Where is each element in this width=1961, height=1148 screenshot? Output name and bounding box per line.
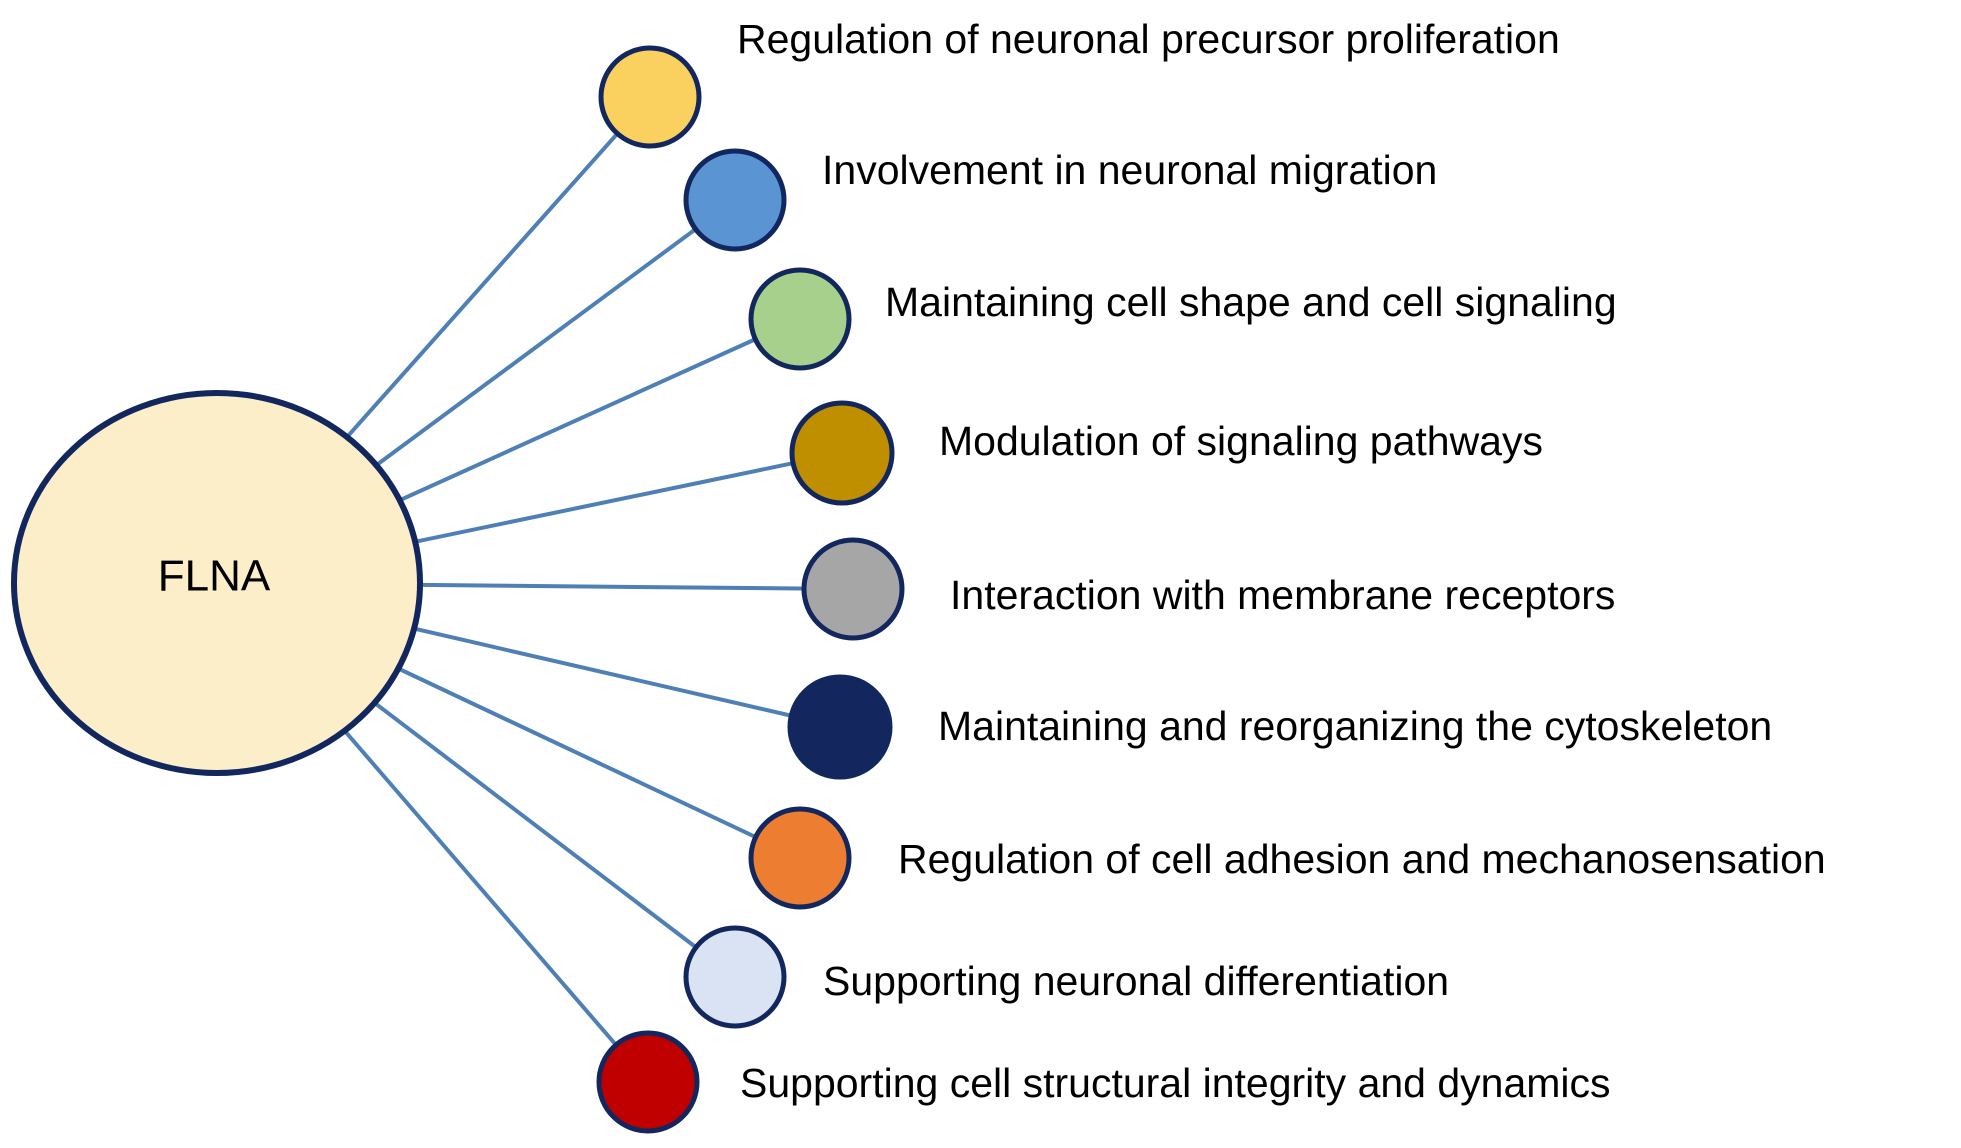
function-node-5 [787, 674, 893, 780]
function-node-8 [596, 1030, 700, 1134]
function-node-4 [801, 537, 905, 641]
function-node-3 [789, 400, 895, 506]
function-node-1 [683, 148, 787, 252]
function-label-4: Interaction with membrane receptors [950, 572, 1615, 618]
function-label-8: Supporting cell structural integrity and… [740, 1060, 1611, 1106]
function-nodes: Regulation of neuronal precursor prolife… [596, 16, 1826, 1134]
function-node-7 [683, 925, 787, 1029]
function-node-2 [748, 267, 852, 371]
function-label-2: Maintaining cell shape and cell signalin… [885, 279, 1617, 325]
function-label-6: Regulation of cell adhesion and mechanos… [898, 836, 1826, 882]
hub-group: FLNA [11, 390, 423, 776]
function-label-1: Involvement in neuronal migration [822, 147, 1437, 193]
function-node-0 [598, 45, 702, 149]
hub-node-flna [11, 390, 423, 776]
function-node-6 [748, 806, 852, 910]
hub-label: FLNA [158, 552, 271, 601]
function-label-7: Supporting neuronal differentiation [823, 958, 1449, 1004]
function-label-3: Modulation of signaling pathways [939, 418, 1543, 464]
function-label-5: Maintaining and reorganizing the cytoske… [938, 703, 1772, 749]
function-label-0: Regulation of neuronal precursor prolife… [737, 16, 1560, 62]
